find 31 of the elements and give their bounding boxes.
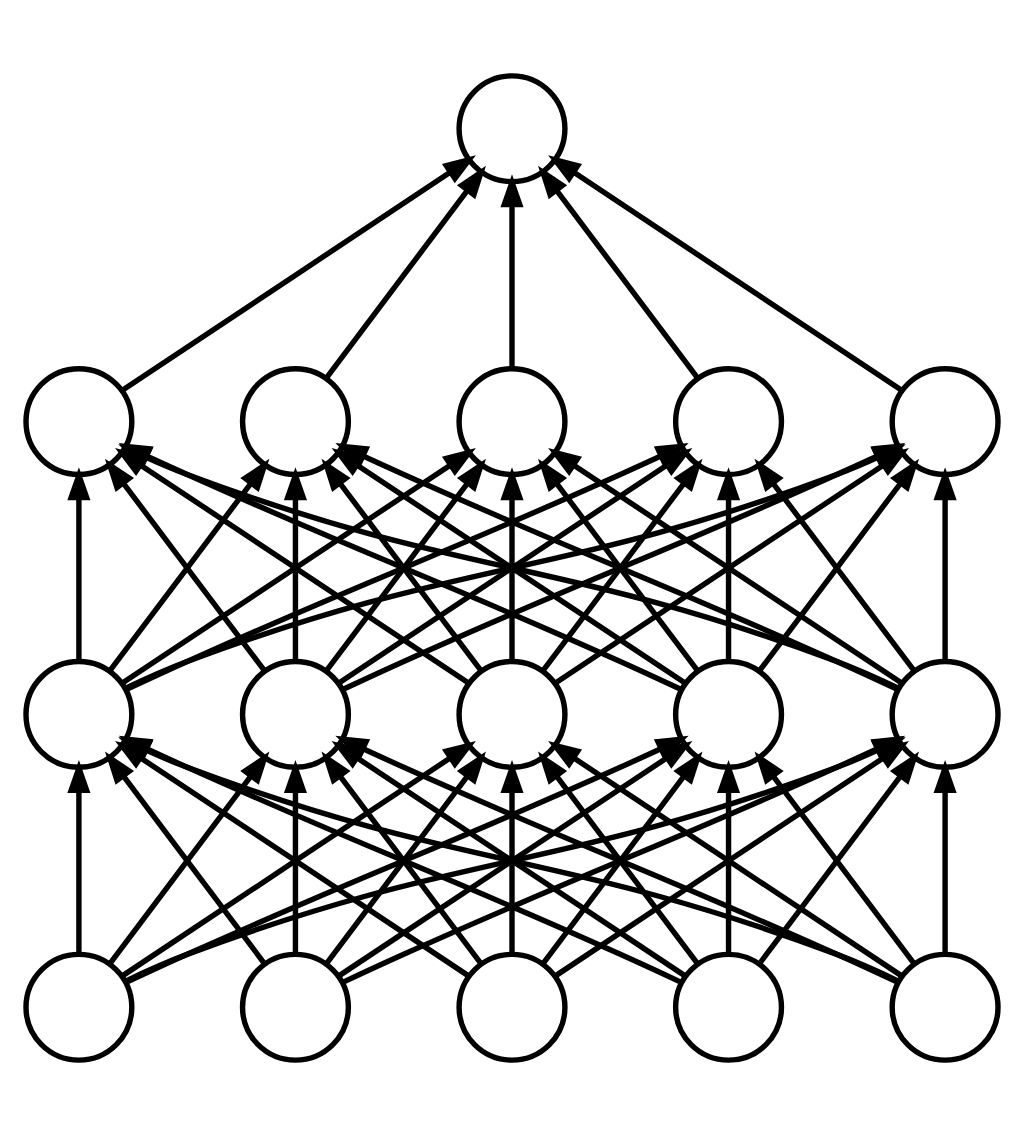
arrow bbox=[500, 758, 524, 953]
arrow bbox=[283, 758, 307, 953]
arrow bbox=[500, 466, 524, 661]
node-circle bbox=[672, 950, 785, 1062]
node-circle bbox=[239, 364, 352, 477]
arrow bbox=[933, 758, 957, 953]
node-circle bbox=[23, 657, 135, 770]
node-circle bbox=[672, 364, 785, 477]
node-circle bbox=[456, 364, 568, 477]
node-circle bbox=[239, 657, 352, 770]
arrow bbox=[933, 466, 957, 661]
node-circle bbox=[23, 364, 135, 477]
node-circle bbox=[889, 364, 1001, 477]
arrow bbox=[717, 466, 741, 661]
arrow bbox=[283, 466, 307, 661]
node-circle bbox=[672, 657, 785, 770]
node-circle bbox=[889, 950, 1001, 1062]
arrow bbox=[67, 466, 91, 661]
node-circle bbox=[456, 72, 568, 184]
arrow bbox=[500, 173, 524, 368]
arrow bbox=[67, 758, 91, 953]
node-circle bbox=[456, 657, 568, 770]
node-circle bbox=[889, 657, 1001, 770]
node-circle bbox=[239, 950, 352, 1062]
arrow bbox=[324, 164, 486, 379]
arrow bbox=[717, 758, 741, 953]
arrow bbox=[538, 164, 700, 379]
arrow bbox=[548, 154, 904, 392]
arrow bbox=[120, 154, 476, 392]
node-circle bbox=[23, 950, 135, 1062]
node-circle bbox=[456, 950, 568, 1062]
